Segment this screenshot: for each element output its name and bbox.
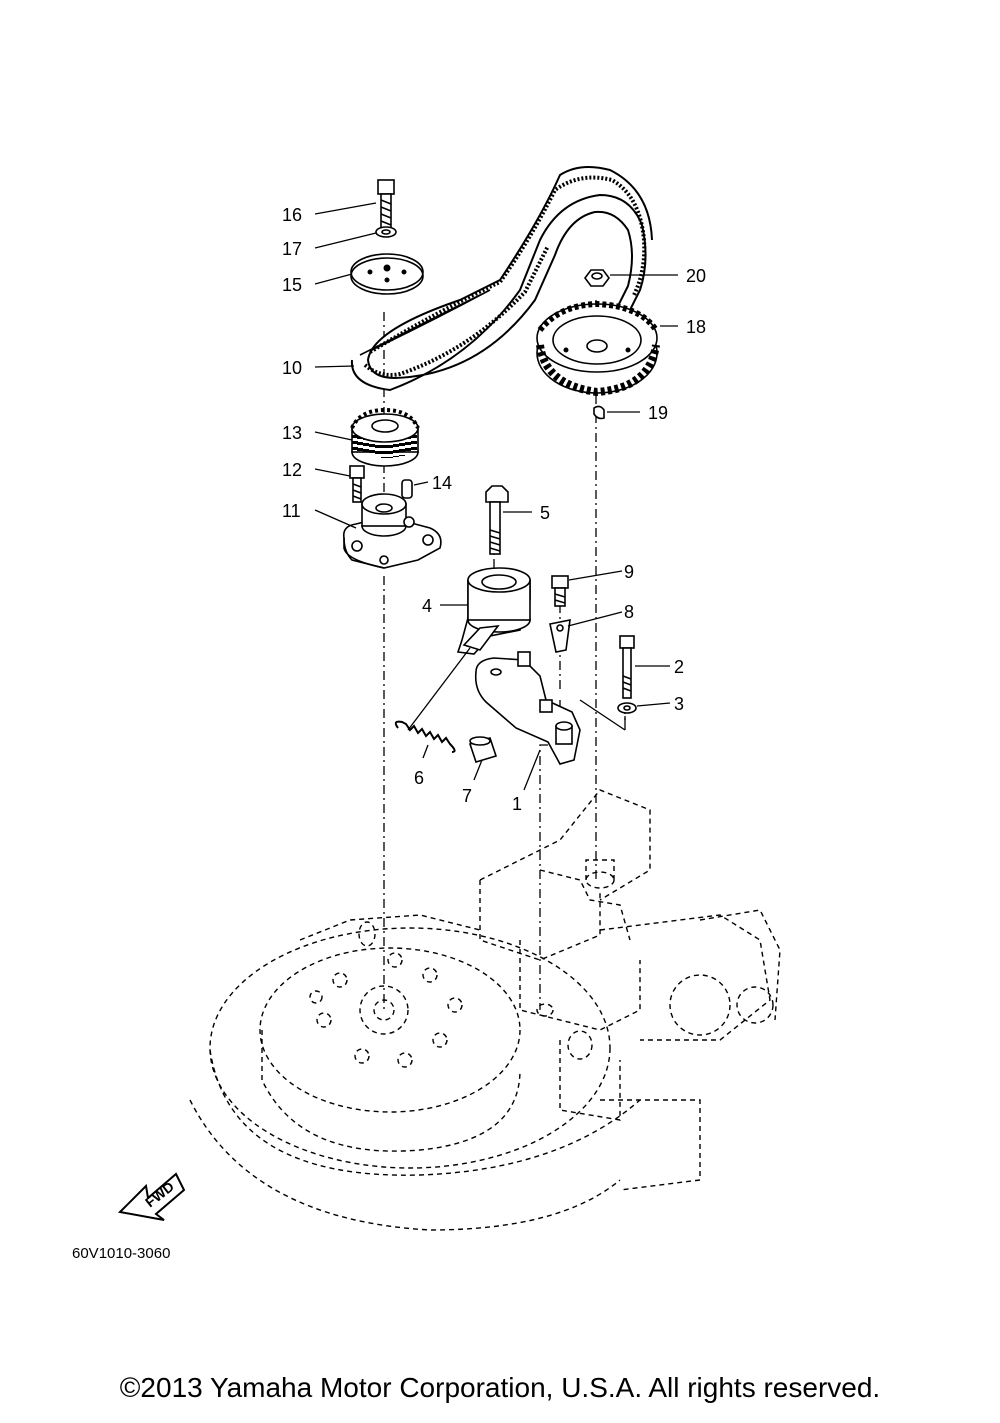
part-4-tensioner xyxy=(407,567,531,731)
part-11-bracket xyxy=(342,493,442,569)
callout-13: 13 xyxy=(282,423,302,443)
callout-4: 4 xyxy=(422,596,432,616)
part-16-bolt xyxy=(377,179,395,229)
callout-1: 1 xyxy=(512,794,522,814)
fwd-arrow-icon: FWD xyxy=(117,1172,186,1221)
callout-14: 14 xyxy=(432,473,452,493)
part-18-cam-pulley xyxy=(536,300,660,397)
flywheel-holes xyxy=(309,952,463,1068)
part-17-washer xyxy=(375,226,397,238)
callout-9: 9 xyxy=(624,562,634,582)
callout-19: 19 xyxy=(648,403,668,423)
callout-20: 20 xyxy=(686,266,706,286)
part-8-plate xyxy=(549,618,571,653)
part-12-bolt xyxy=(349,465,365,503)
drawing-code: 60V1010-3060 xyxy=(72,1245,170,1262)
part-6-spring xyxy=(394,720,456,753)
callout-6: 6 xyxy=(414,768,424,788)
engine-block-outline xyxy=(189,789,781,1231)
copyright-notice: ©2013 Yamaha Motor Corporation, U.S.A. A… xyxy=(119,1372,881,1403)
callout-12: 12 xyxy=(282,460,302,480)
callout-7: 7 xyxy=(462,786,472,806)
callout-17: 17 xyxy=(282,239,302,259)
part-2-bolt xyxy=(619,635,635,699)
part-19-key xyxy=(593,405,605,420)
callout-2: 2 xyxy=(674,657,684,677)
callout-5: 5 xyxy=(540,503,550,523)
part-7-collar xyxy=(468,736,498,763)
part-20-nut xyxy=(584,269,610,287)
part-13-crank-pulley xyxy=(350,407,420,467)
callout-3: 3 xyxy=(674,694,684,714)
assembly-center-lines xyxy=(383,300,626,1010)
part-3-washer xyxy=(617,702,637,714)
callout-10: 10 xyxy=(282,358,302,378)
callout-18: 18 xyxy=(686,317,706,337)
callout-16: 16 xyxy=(282,205,302,225)
part-15-plate xyxy=(350,253,424,295)
callout-15: 15 xyxy=(282,275,302,295)
callout-11: 11 xyxy=(282,501,301,521)
part-1-tensioner-arm xyxy=(474,651,626,765)
callout-numbers: 16 17 15 10 20 18 19 13 12 14 11 5 4 9 8… xyxy=(282,205,706,814)
part-9-bolt xyxy=(551,575,569,607)
part-5-bolt xyxy=(485,485,509,555)
callout-8: 8 xyxy=(624,602,634,622)
part-14-dowel xyxy=(401,479,413,499)
part-10-timing-belt xyxy=(350,165,653,392)
callout-leader-lines xyxy=(314,202,678,791)
